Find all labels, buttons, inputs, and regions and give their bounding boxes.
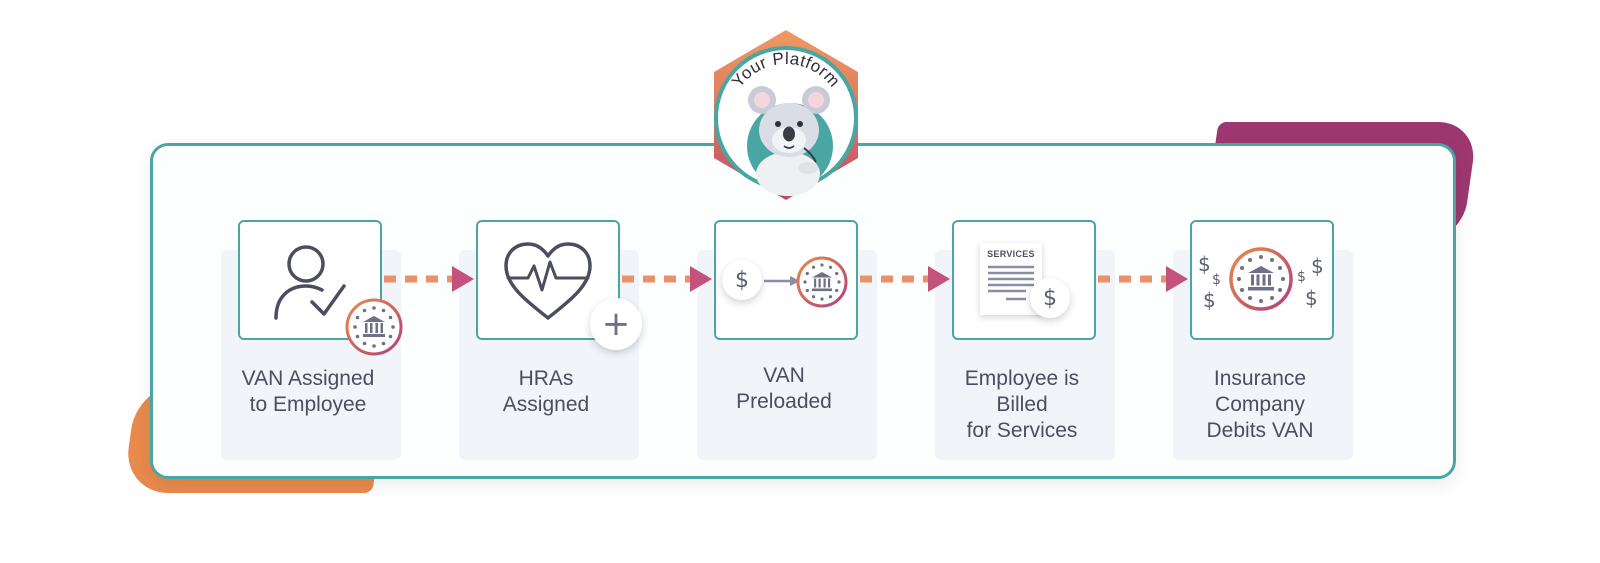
label-line: to Employee: [249, 393, 367, 416]
label-line: HRAs: [518, 367, 574, 390]
koala-mascot-icon: [748, 86, 830, 196]
plus-icon: +: [590, 298, 642, 350]
flow-arrow: [622, 266, 712, 292]
dollar-sign-icon: $: [1305, 286, 1318, 310]
flow-arrow: [1098, 266, 1188, 292]
dollar-coin-icon: $: [722, 260, 762, 300]
label-line: Company: [1215, 393, 1305, 416]
label-line: VAN Assigned: [241, 367, 375, 390]
invoice-lines: [988, 265, 1034, 301]
dollar-coin-icon: $: [1030, 278, 1070, 318]
bank-badge-icon: [345, 298, 403, 356]
invoice-title: SERVICES: [987, 249, 1035, 259]
step-label-4: Employee is Billed for Services: [922, 366, 1122, 444]
flow-arrow: [860, 266, 950, 292]
dollar-sign-icon: $: [1203, 288, 1216, 312]
bank-badge-icon: [796, 256, 848, 308]
label-line: Assigned: [502, 393, 590, 416]
step-label-2: HRAs Assigned: [446, 366, 646, 418]
label-line: for Services: [966, 419, 1078, 442]
transfer-arrow-icon: [764, 276, 800, 286]
heart-pulse-icon: [504, 242, 592, 320]
dollar-sign-icon: $: [1212, 272, 1221, 288]
bank-badge-icon: [1228, 246, 1294, 312]
label-line: Preloaded: [736, 390, 832, 413]
label-line: Billed: [996, 393, 1048, 416]
label-line: Employee is: [964, 367, 1080, 390]
user-check-icon: [274, 245, 346, 320]
label-line: Debits VAN: [1206, 419, 1314, 442]
platform-badge: Your Platform: [714, 30, 858, 200]
step-label-3: VAN Preloaded: [684, 363, 884, 415]
dollar-sign-icon: $: [1311, 254, 1324, 278]
step-label-5: Insurance Company Debits VAN: [1160, 366, 1360, 444]
dollar-sign-icon: $: [1297, 269, 1306, 285]
dollar-sign-icon: $: [1198, 252, 1211, 276]
label-line: Insurance: [1213, 367, 1307, 390]
flow-arrow: [384, 266, 474, 292]
label-line: VAN: [763, 364, 805, 387]
step-label-1: VAN Assigned to Employee: [208, 366, 408, 418]
